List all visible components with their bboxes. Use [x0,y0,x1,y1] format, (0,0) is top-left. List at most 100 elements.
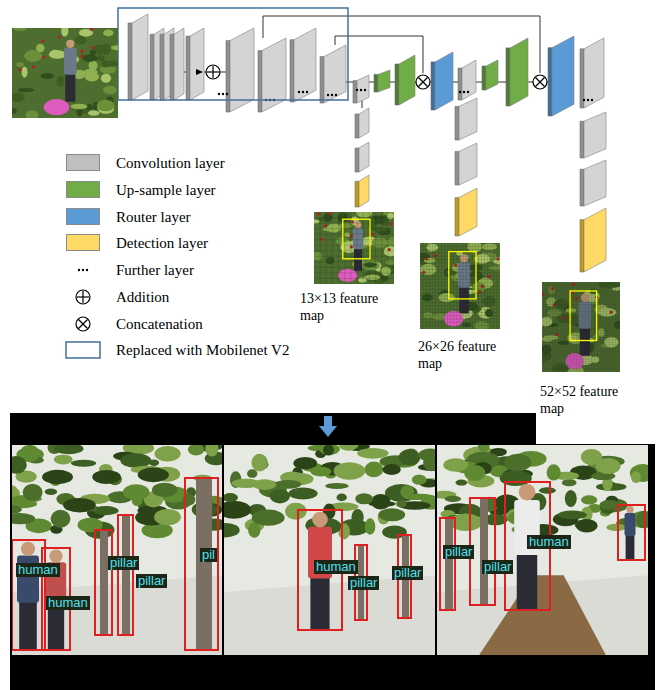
grid-line [357,212,358,284]
grid-line [542,347,620,348]
grid-line [603,282,604,372]
grid-line [542,359,620,360]
vine-leaf [319,445,340,455]
layer-slab [580,208,606,272]
dot [583,99,585,101]
leaf [372,237,388,247]
dot [459,91,461,93]
photo-ground [12,28,118,118]
slab-face [324,45,346,103]
slab-face [262,38,286,112]
vine-leaf [581,495,597,504]
photo-sky [437,445,648,655]
person-legs [65,73,75,101]
vine-leaf [138,467,169,482]
grid-line [320,212,321,284]
leaf [88,110,100,115]
slab-edge [431,62,435,110]
leaf [24,50,42,62]
leaf [101,60,110,67]
vine-leaf [325,483,349,489]
vine-leaf [383,464,401,475]
grid-line [542,333,620,334]
slab-edge [455,106,459,140]
slab-face [584,208,606,272]
orchard-photo [314,212,394,284]
vine-leaf [252,509,285,525]
detection-photo [437,445,648,655]
slab-edge [226,41,230,112]
slab-edge [580,169,584,206]
vine-leaf [51,510,71,528]
layer-slab [395,55,415,105]
leaf [26,110,39,118]
legend-text: Up-sample layer [116,180,216,200]
cherry [434,254,437,257]
pillar-shape [445,518,453,610]
grid-line [615,282,616,372]
layer-slab [186,28,204,100]
leaf [16,62,24,67]
grid-line [542,328,620,329]
symbol-stroke [419,78,428,87]
slab-edge [355,148,359,172]
vine-leaf [396,500,406,508]
leaf [18,88,35,92]
grid-line [594,282,595,372]
dot [222,93,224,95]
grid-line [585,282,586,372]
legend-swatch [66,234,100,251]
grid-line [542,335,620,336]
leaf [100,44,110,55]
dot [86,269,88,271]
slab-face [190,28,204,100]
dot [218,93,220,95]
cherry [80,50,83,53]
leaf [49,50,66,58]
legend-text: Router layer [116,207,191,227]
vine-leaf [636,511,648,529]
vine-leaf [205,445,218,457]
vine-leaf [445,496,462,502]
vine-leaf [337,494,347,502]
grid-line [314,223,394,224]
detection-label: pil [200,548,217,562]
legend-row: Up-sample layer [66,180,366,200]
legend-row: Further layer [66,260,366,280]
leaf [422,294,433,302]
slab-edge [548,48,552,116]
slab-edge [353,81,357,103]
leaf [111,45,118,50]
slab-face [399,55,415,105]
slab-edge [186,36,190,100]
vine-leaf [154,509,181,525]
vine-leaf [293,457,317,469]
grid-line [314,217,394,218]
vine-leaf [253,510,281,521]
vine-leaf [92,470,121,484]
grid-line [487,243,488,329]
vine-leaf [379,508,406,521]
person-legs [354,248,362,271]
pillar-shape [480,498,488,605]
grid-line [582,282,583,372]
leaf [598,308,616,316]
person-body [353,228,363,250]
legend-text: Concatenation [116,314,203,334]
person-head [312,512,328,528]
vine-leaf [270,489,290,503]
slab-face [435,52,453,110]
layer-slab [290,28,316,102]
slab-face [486,60,498,90]
vine-leaf [71,460,96,467]
grid-line [420,292,500,293]
symbol-stroke [79,320,88,329]
slab-edge [258,51,262,112]
detection-label: pillar [108,556,139,570]
dot [360,89,362,91]
cherry [18,68,21,71]
grid-line [493,243,494,329]
leaf [74,36,86,44]
layer-slab [353,75,369,103]
cherry [328,212,331,215]
